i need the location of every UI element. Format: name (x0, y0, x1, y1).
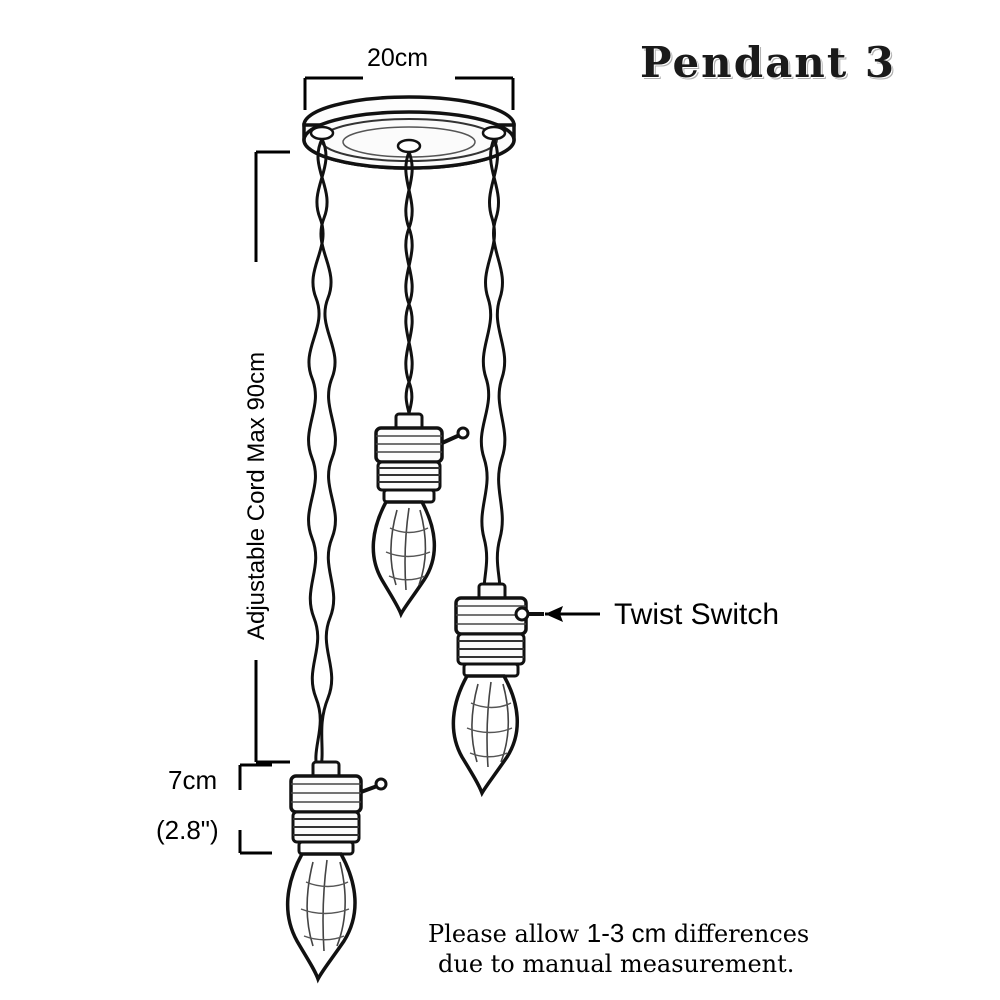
twisted-cord-2 (404, 151, 414, 421)
lamp-socket-1 (289, 760, 388, 856)
dimension-label-socket-cm: 7cm (168, 765, 218, 795)
twisted-cord-3 (479, 138, 507, 591)
note-line-1: Please allow 1-3 cm differences (428, 918, 809, 949)
callout-twist-switch: Twist Switch (614, 598, 780, 631)
page-title: Pendant 3 (640, 38, 897, 87)
twisted-cord-1 (307, 138, 337, 773)
edison-bulb-2 (371, 500, 436, 619)
socket-height-dimension (238, 763, 272, 855)
dimension-label-cord-length: Adjustable Cord Max 90cm (243, 351, 270, 640)
edison-bulb-1 (285, 852, 357, 984)
note-line-2: due to manual measurement. (438, 950, 795, 978)
note-emphasis: 1-3 cm (586, 918, 667, 948)
edison-bulb-3 (451, 674, 519, 798)
ceiling-rose-disc (302, 95, 516, 170)
twist-switch-knob-1 (360, 777, 388, 794)
dimension-label-socket-inch: (2.8") (156, 815, 219, 845)
twist-switch-knob-2 (441, 426, 470, 445)
dimension-label-top-width: 20cm (367, 44, 429, 72)
twist-switch-knob-3 (514, 606, 544, 622)
cord-length-dimension (254, 150, 290, 764)
lamp-socket-3 (454, 582, 544, 678)
note-suffix: differences (666, 920, 810, 948)
note-prefix: Please allow (428, 920, 587, 948)
twist-switch-leader (545, 606, 600, 622)
lamp-socket-2 (374, 412, 470, 504)
top-width-dimension (303, 76, 515, 110)
